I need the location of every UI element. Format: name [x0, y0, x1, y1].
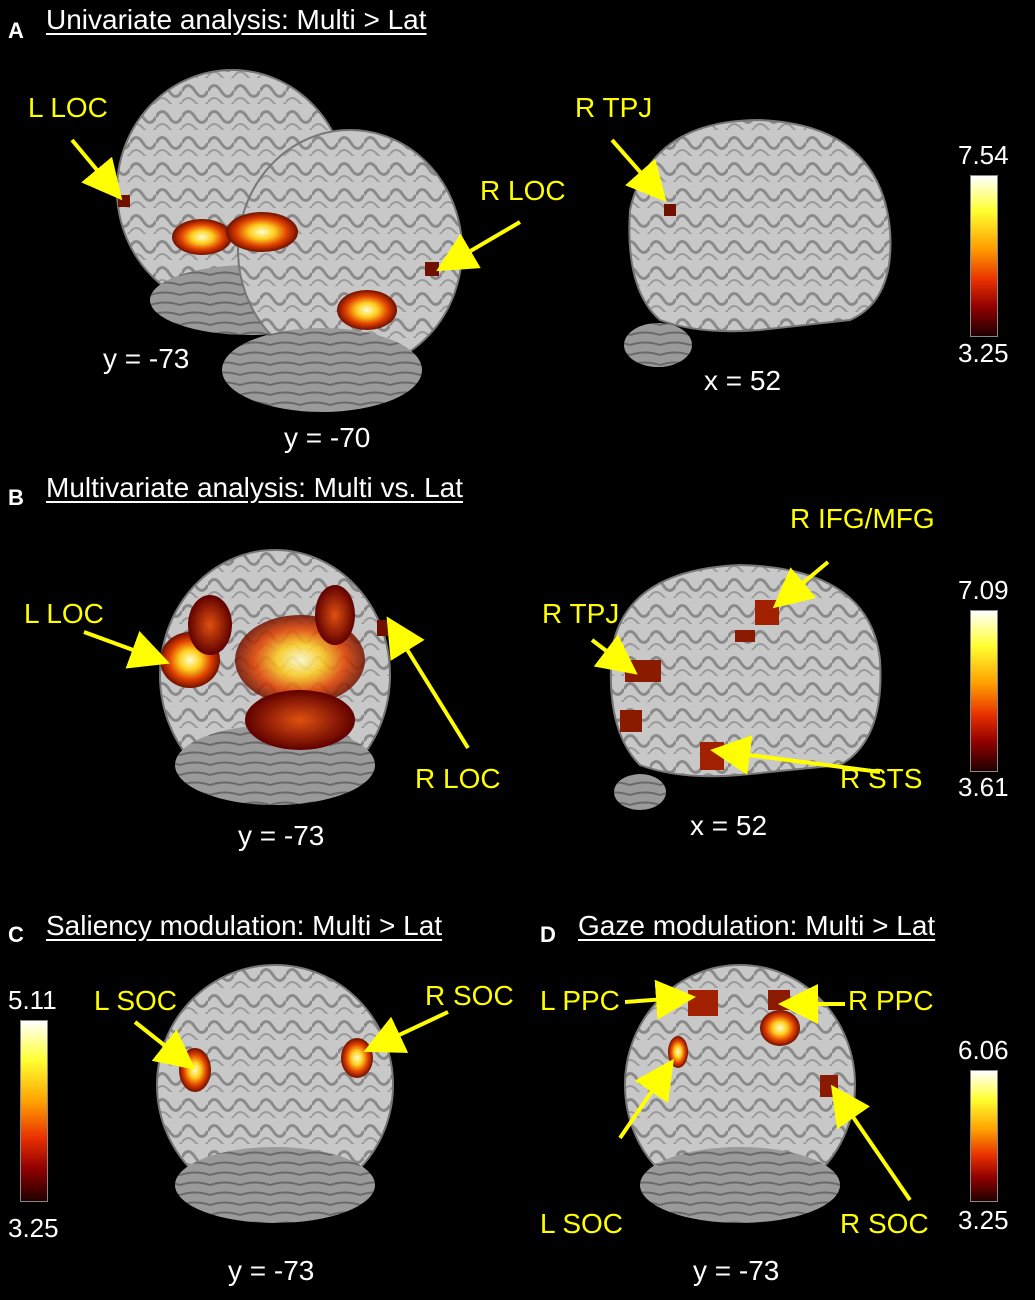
label-b-r-sts: R STS	[840, 763, 923, 794]
coord-d-y73: y = -73	[693, 1255, 780, 1286]
panel-b-letter: B	[8, 485, 24, 510]
label-d-r-ppc: R PPC	[848, 985, 934, 1016]
label-c-l-soc: L SOC	[94, 985, 177, 1016]
colorbar-a-min: 3.25	[958, 338, 1009, 368]
panel-b-title: Multivariate analysis: Multi vs. Lat	[46, 472, 464, 503]
coord-b-y73: y = -73	[238, 820, 325, 851]
label-b-r-loc: R LOC	[415, 763, 501, 794]
colorbar-d	[970, 1070, 998, 1202]
label-d-r-soc: R SOC	[840, 1208, 929, 1239]
label-a-r-tpj: R TPJ	[575, 92, 653, 123]
panel-d-slices	[618, 964, 912, 1223]
coord-c-y73: y = -73	[228, 1255, 315, 1286]
label-a-r-loc: R LOC	[480, 175, 566, 206]
label-b-l-loc: L LOC	[24, 598, 104, 629]
label-d-l-soc: L SOC	[540, 1208, 623, 1239]
panel-a-letter: A	[8, 18, 24, 43]
label-b-r-ifg-mfg: R IFG/MFG	[790, 503, 935, 534]
panel-b-slices	[83, 549, 882, 810]
coord-a-x52: x = 52	[704, 365, 782, 396]
label-b-r-tpj: R TPJ	[542, 598, 620, 629]
coord-a-y73: y = -73	[103, 343, 190, 374]
panel-c-title: Saliency modulation: Multi > Lat	[46, 910, 443, 941]
colorbar-b	[970, 610, 998, 772]
label-c-r-soc: R SOC	[425, 980, 514, 1011]
coord-b-x52: x = 52	[690, 810, 768, 841]
coord-a-y70: y = -70	[284, 422, 371, 453]
colorbar-a	[970, 175, 998, 337]
colorbar-b-min: 3.61	[958, 772, 1009, 802]
label-d-l-ppc: L PPC	[540, 985, 620, 1016]
panel-c-slices	[133, 964, 449, 1223]
colorbar-c	[20, 1020, 48, 1202]
colorbar-c-max: 5.11	[8, 985, 57, 1015]
panel-a-slices	[70, 69, 892, 412]
label-a-l-loc: L LOC	[28, 92, 108, 123]
panel-d-letter: D	[540, 922, 556, 947]
colorbar-a-max: 7.54	[958, 140, 1009, 170]
colorbar-d-min: 3.25	[958, 1205, 1009, 1235]
panel-a-title: Univariate analysis: Multi > Lat	[46, 4, 427, 35]
panel-c-letter: C	[8, 922, 24, 947]
panel-d-title: Gaze modulation: Multi > Lat	[578, 910, 936, 941]
colorbar-c-min: 3.25	[8, 1213, 59, 1243]
colorbar-b-max: 7.09	[958, 575, 1009, 605]
colorbar-d-max: 6.06	[958, 1035, 1009, 1065]
